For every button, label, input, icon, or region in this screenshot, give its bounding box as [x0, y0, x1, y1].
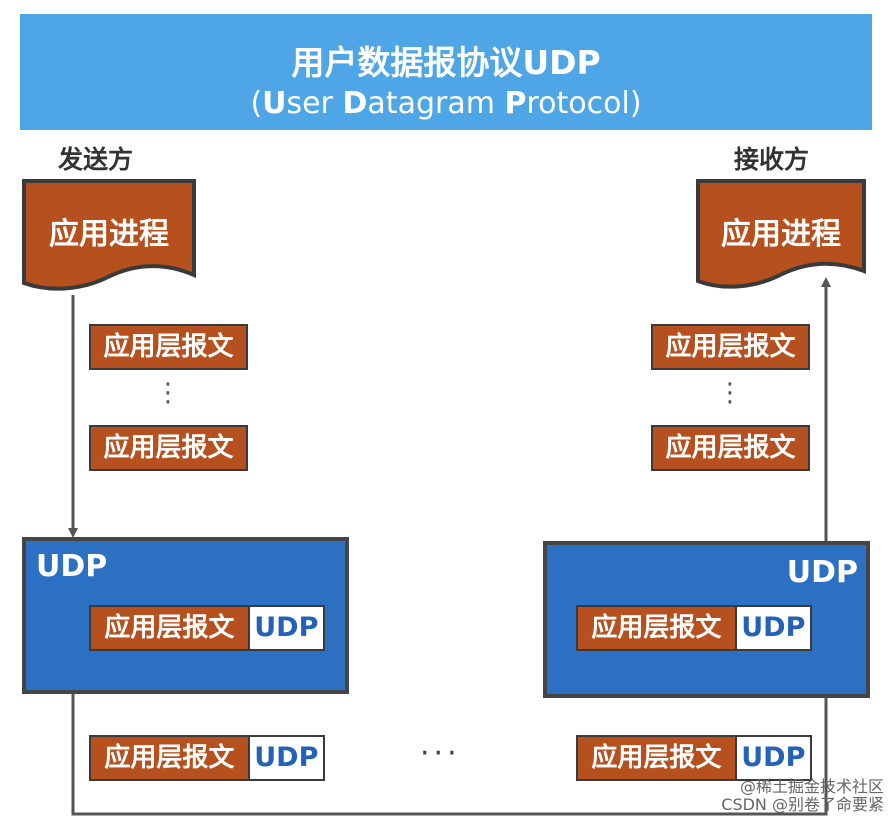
diagram-title: 用户数据报协议UDP: [291, 43, 601, 82]
sender-udp-label: UDP: [36, 549, 108, 584]
packet-header: UDP: [736, 607, 810, 649]
packet-data: 应用层报文: [91, 607, 250, 649]
transit-ellipsis: ···: [420, 736, 461, 771]
diagram-subtitle: (User Datagram Protocol): [250, 86, 642, 121]
transit-packet-2: 应用层报文 UDP: [576, 735, 812, 781]
receiver-message-2: 应用层报文: [651, 425, 810, 471]
sender-message-2: 应用层报文: [89, 425, 248, 471]
receiver-process: 应用进程: [696, 179, 866, 299]
watermark-line-2: CSDN @别卷了命要紧: [721, 795, 884, 814]
title-banner: 用户数据报协议UDP (User Datagram Protocol): [20, 14, 872, 130]
sender-process-shape: [22, 179, 196, 291]
packet-data: 应用层报文: [91, 737, 250, 779]
packet-header: UDP: [736, 737, 810, 779]
receiver-message-1: 应用层报文: [651, 324, 810, 370]
sender-process: 应用进程: [22, 179, 196, 299]
transit-path: [71, 692, 828, 816]
sender-vertical-ellipsis: ⋮: [155, 378, 181, 408]
watermark-line-1: @稀土掘金技术社区: [739, 777, 884, 796]
receiver-process-label: 应用进程: [721, 217, 841, 252]
packet-header: UDP: [249, 737, 323, 779]
receiver-process-shape: [696, 179, 866, 289]
receiver-label: 接收方: [734, 145, 810, 174]
receiver-vertical-ellipsis: ⋮: [717, 378, 743, 408]
packet-header: UDP: [249, 607, 323, 649]
sender-label: 发送方: [58, 145, 134, 174]
receiver-udp-label: UDP: [786, 555, 858, 590]
packet-data: 应用层报文: [578, 737, 737, 779]
watermark: @稀土掘金技术社区 CSDN @别卷了命要紧: [684, 778, 884, 814]
sender-process-label: 应用进程: [49, 217, 169, 252]
sender-udp-packet: 应用层报文 UDP: [89, 605, 325, 651]
receiver-udp-packet: 应用层报文 UDP: [576, 605, 812, 651]
packet-data: 应用层报文: [578, 607, 737, 649]
transit-packet-1: 应用层报文 UDP: [89, 735, 325, 781]
sender-message-1: 应用层报文: [89, 324, 248, 370]
